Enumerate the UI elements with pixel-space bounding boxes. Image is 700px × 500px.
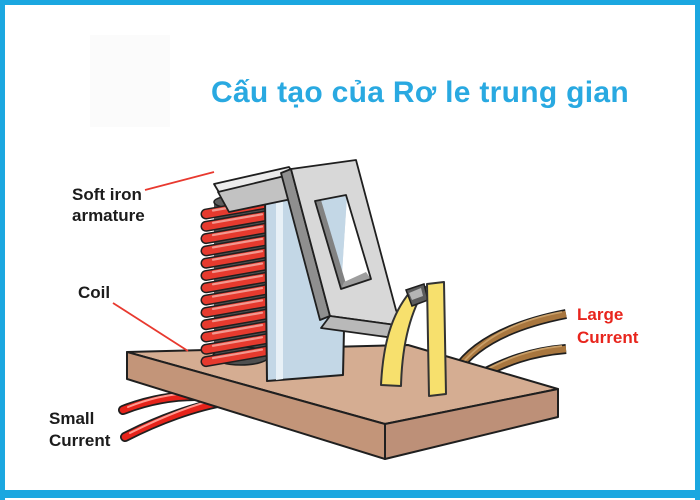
coil-turn [211, 348, 264, 360]
label-small-current-line1: Small [49, 409, 95, 428]
coil-turn [202, 322, 273, 341]
coil-turn [202, 248, 273, 268]
frame-border-left [0, 0, 5, 500]
coil-turn [211, 262, 264, 274]
coil-turn [211, 213, 264, 224]
label-soft-iron-armature: Soft iron armature [72, 184, 145, 226]
label-small-current: Small Current [49, 408, 110, 452]
coil-turn [211, 323, 264, 335]
armature-frame [213, 159, 404, 339]
contact-strips [380, 281, 447, 397]
label-large-current-line2: Current [577, 328, 639, 347]
coil-turn [211, 237, 264, 249]
coil-turn [211, 225, 264, 237]
frame-border-bottom [0, 490, 700, 498]
coil-turn [211, 287, 264, 298]
label-large-current-line1: Large [577, 305, 624, 324]
coil-turn [202, 334, 273, 354]
coil-turn [202, 346, 273, 366]
frame-border-right [695, 0, 700, 500]
page-title: Cấu tạo của Rơ le trung gian [210, 76, 630, 109]
coil-turn [202, 285, 273, 305]
coil-turn [202, 235, 273, 255]
moving-contact-strip [380, 286, 427, 387]
label-large-current: Large Current [577, 303, 638, 349]
coil-turn [211, 311, 264, 323]
coil-turn [211, 336, 264, 347]
armature-contact-wedge-highlight [409, 288, 423, 300]
label-small-current-line2: Current [49, 431, 111, 450]
coil-turn [211, 299, 264, 310]
coil-turn [202, 260, 273, 280]
label-soft-iron-line1: Soft iron [72, 185, 142, 204]
coil-turn [211, 274, 264, 286]
leader-line-coil [112, 302, 189, 352]
coil-turn [202, 297, 273, 317]
label-soft-iron-line2: armature [72, 206, 145, 225]
coil-turn [202, 223, 273, 243]
leader-line-armature [144, 171, 215, 191]
coil-turn [211, 250, 264, 261]
fixed-contact-strip [426, 281, 447, 397]
leader-lines [112, 171, 215, 352]
watermark-logo [90, 35, 170, 127]
label-coil: Coil [78, 283, 111, 302]
coil-turn [202, 272, 273, 292]
coil-turns [200, 197, 275, 368]
coil-turn [202, 211, 273, 231]
coil-turn [202, 309, 273, 329]
frame-border-top [0, 0, 700, 5]
